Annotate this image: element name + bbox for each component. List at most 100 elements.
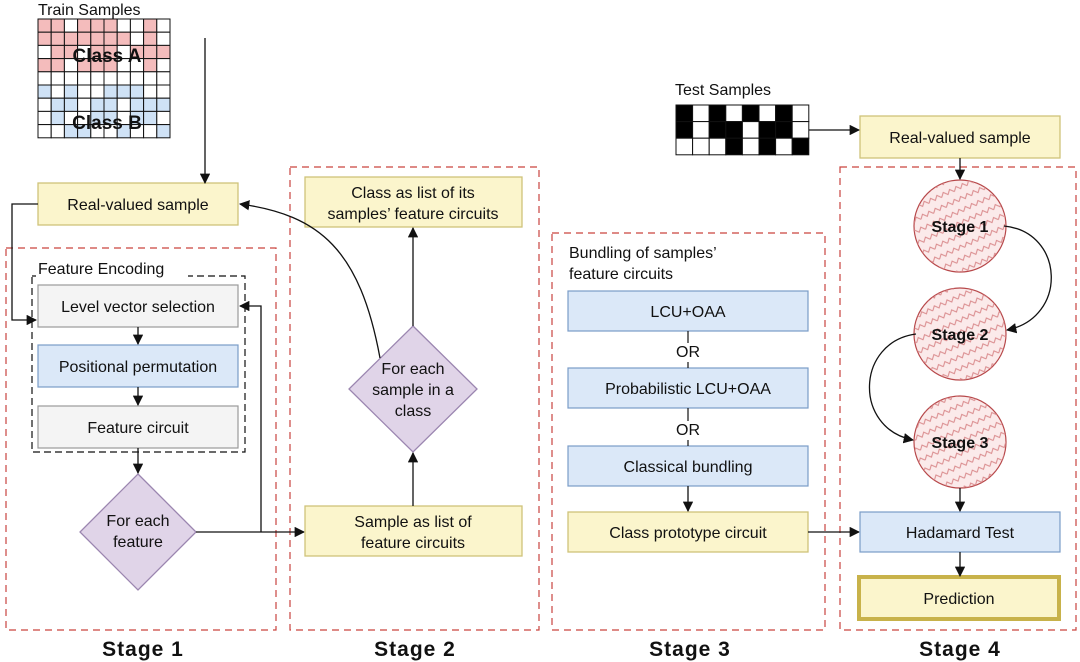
train-grid-cell bbox=[103, 71, 118, 86]
test-grid-cell bbox=[675, 104, 694, 123]
class-as-list-box bbox=[304, 176, 523, 228]
train-grid-cell bbox=[143, 110, 158, 126]
train-grid-cell bbox=[90, 97, 105, 112]
train-grid-cell bbox=[50, 124, 65, 139]
for-each-feature-diamond bbox=[79, 473, 197, 591]
train-grid-cell bbox=[37, 110, 52, 126]
train-grid-cell bbox=[103, 84, 118, 99]
train-grid-cell bbox=[37, 31, 52, 46]
or-label-1: OR bbox=[676, 344, 700, 361]
circle1-label: Stage 1 bbox=[932, 219, 989, 236]
train-grid-cell bbox=[143, 18, 158, 33]
test-grid-cell bbox=[725, 121, 743, 139]
test-grid-cell bbox=[675, 121, 694, 139]
arrow-circle1-to-circle2 bbox=[1003, 225, 1052, 334]
train-grid-cell bbox=[37, 58, 52, 73]
train-grid-cell bbox=[37, 97, 52, 112]
train-grid-cell bbox=[116, 97, 131, 112]
train-grid-cell bbox=[129, 31, 145, 46]
hadamard-test-box bbox=[859, 511, 1061, 553]
train-grid-cell bbox=[50, 71, 65, 86]
train-grid-cell bbox=[90, 84, 105, 99]
test-grid-cell bbox=[692, 137, 710, 156]
test-grid-cell bbox=[791, 104, 810, 123]
stage1-circle: Stage 1 bbox=[913, 179, 1007, 273]
class-prototype-label: Class prototype circuit bbox=[609, 525, 767, 542]
train-grid-cell bbox=[116, 71, 131, 86]
train-grid-cell bbox=[77, 18, 92, 33]
test-grid-cell bbox=[758, 121, 777, 139]
probabilistic-lcu-box bbox=[567, 367, 809, 409]
train-grid-cell bbox=[37, 124, 52, 139]
train-grid-cell bbox=[77, 71, 92, 86]
arrow-diamond-to-real-valued bbox=[238, 200, 381, 359]
test-grid-cell bbox=[758, 104, 777, 123]
train-grid-cell bbox=[50, 18, 65, 33]
class-a-label: Class A bbox=[73, 46, 142, 67]
test-grid-cell bbox=[708, 121, 727, 139]
train-grid-cell bbox=[143, 84, 158, 99]
arrow-loop-to-level bbox=[238, 300, 262, 532]
train-grid-cell bbox=[143, 58, 158, 73]
train-grid-cell bbox=[156, 71, 171, 86]
train-grid-cell bbox=[116, 84, 131, 99]
sample-as-list-line1: Sample as list of bbox=[354, 514, 472, 531]
stage1-container bbox=[5, 247, 277, 631]
lcu-oaa-label: LCU+OAA bbox=[650, 304, 725, 321]
train-grid-cell bbox=[116, 18, 131, 33]
test-grid-cell bbox=[741, 121, 760, 139]
feature-circuit-label: Feature circuit bbox=[87, 420, 189, 437]
train-grid-cell bbox=[63, 31, 79, 46]
train-grid-cell bbox=[129, 71, 145, 86]
train-grid-cell bbox=[103, 31, 118, 46]
for-each-feature-line2: feature bbox=[113, 534, 163, 551]
hadamard-test-label: Hadamard Test bbox=[906, 525, 1015, 542]
train-samples-grid bbox=[37, 18, 171, 139]
test-samples-grid bbox=[675, 104, 810, 156]
train-grid-cell bbox=[143, 97, 158, 112]
test-grid-cell bbox=[791, 137, 810, 156]
stage4-label: Stage 4 bbox=[919, 638, 1001, 661]
for-each-feature-line1: For each bbox=[106, 513, 169, 530]
stage3-label: Stage 3 bbox=[649, 638, 731, 661]
test-grid-cell bbox=[675, 137, 694, 156]
test-grid-cell bbox=[692, 121, 710, 139]
train-grid-cell bbox=[37, 71, 52, 86]
class-as-list-line2: samples’ feature circuits bbox=[327, 206, 498, 223]
train-grid-cell bbox=[50, 31, 65, 46]
stage3-circle: Stage 3 bbox=[913, 395, 1007, 489]
or-label-2: OR bbox=[676, 422, 700, 439]
stage3-heading-line2: feature circuits bbox=[569, 266, 673, 283]
train-grid-cell bbox=[103, 97, 118, 112]
stage3-container bbox=[551, 232, 826, 631]
classical-bundling-label: Classical bundling bbox=[624, 459, 753, 476]
test-grid-cell bbox=[725, 104, 743, 123]
level-vector-selection-label: Level vector selection bbox=[61, 299, 215, 316]
test-grid-cell bbox=[741, 137, 760, 156]
train-grid-cell bbox=[103, 18, 118, 33]
class-as-list-line1: Class as list of its bbox=[351, 185, 475, 202]
stage2-label: Stage 2 bbox=[374, 638, 456, 661]
real-valued-sample-label: Real-valued sample bbox=[67, 197, 209, 214]
test-grid-cell bbox=[692, 104, 710, 123]
train-grid-cell bbox=[37, 44, 52, 60]
train-grid-cell bbox=[143, 71, 158, 86]
test-grid-cell bbox=[775, 137, 793, 156]
test-grid-cell bbox=[741, 104, 760, 123]
stage2-circle: Stage 2 bbox=[913, 287, 1007, 381]
test-grid-cell bbox=[775, 104, 793, 123]
train-grid-cell bbox=[156, 84, 171, 99]
stage1-label: Stage 1 bbox=[102, 638, 184, 661]
train-samples-title: Train Samples bbox=[38, 2, 141, 19]
arrow-circle2-to-circle3 bbox=[868, 333, 917, 444]
train-grid-cell bbox=[129, 97, 145, 112]
test-grid-cell bbox=[708, 137, 727, 156]
train-grid-cell bbox=[50, 97, 65, 112]
train-grid-cell bbox=[129, 18, 145, 33]
circle2-label: Stage 2 bbox=[932, 327, 989, 344]
lcu-oaa-box bbox=[567, 290, 809, 332]
train-grid-cell bbox=[156, 97, 171, 112]
train-grid-cell bbox=[50, 110, 65, 126]
train-grid-cell bbox=[156, 110, 171, 126]
